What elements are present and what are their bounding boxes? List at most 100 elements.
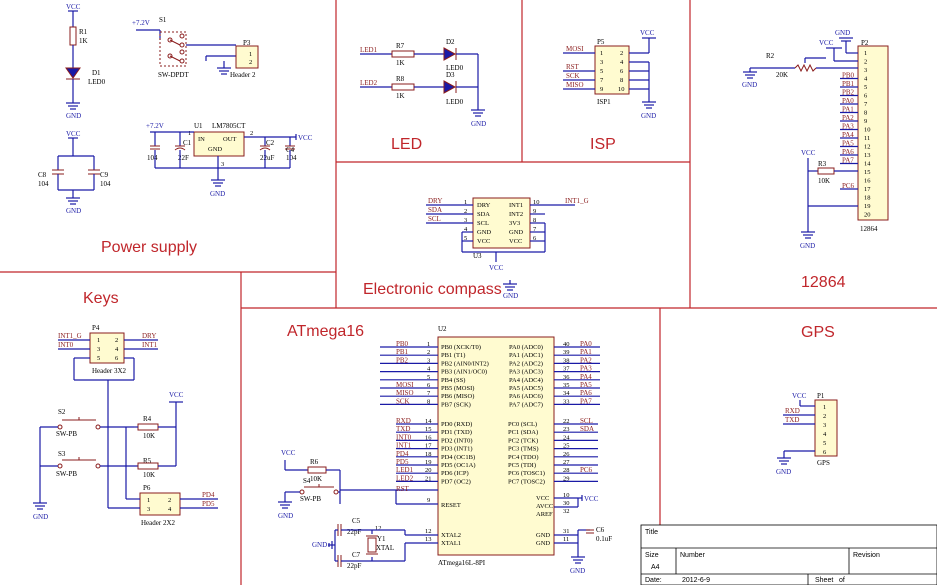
isp-pin: 6 — [620, 68, 624, 75]
mcu-pin-name: PB6 (MISO) — [441, 393, 474, 400]
lcd-net-label: PA6 — [842, 148, 854, 156]
r2-ref: R2 — [766, 52, 775, 60]
mcu-net-label: MOSI — [396, 381, 414, 389]
lcd-pin-number: 20 — [864, 212, 871, 219]
p4-ref: P4 — [92, 324, 100, 332]
mcu-gnd-pin: GND — [536, 540, 550, 547]
keys-gnd: GND — [33, 513, 48, 521]
r7-ref: R7 — [396, 42, 405, 50]
mcu-pin-number: 22 — [563, 418, 570, 425]
mcu-net-label: PA6 — [580, 389, 592, 397]
gnd-label: GND — [66, 112, 81, 120]
r6-ref: R6 — [310, 458, 319, 466]
mcu-pin-name: PC6 (TOSC1) — [508, 470, 545, 477]
power-supply-circuit: VCC R1 1K D1 LED0 GND VCC C8 104 C9 104 — [38, 3, 313, 215]
s1-ref: S1 — [159, 16, 167, 24]
header-p4 — [89, 332, 125, 364]
section-label-keys: Keys — [83, 290, 119, 307]
lcd-pin-number: 5 — [864, 84, 867, 91]
s2-ref: S2 — [58, 408, 66, 416]
p2-value: 12864 — [860, 225, 878, 233]
isp-sck: SCK — [566, 72, 580, 80]
lcd-pin-number: 13 — [864, 152, 871, 159]
isp-vcc: VCC — [640, 29, 655, 37]
compass-pin-number: 3 — [464, 217, 467, 224]
mcu-pin-number: 27 — [563, 459, 570, 466]
s4-value: SW-PB — [300, 495, 321, 503]
mcu-pin-number: 40 — [563, 341, 570, 348]
mcu-net-label: PB0 — [396, 340, 409, 348]
led-d3-icon — [443, 80, 457, 94]
compass-sda-net: SDA — [428, 206, 442, 214]
title-block-revision: Revision — [853, 552, 880, 559]
mcu-pin-name: PB2 (AIN0/INT2) — [441, 360, 489, 367]
lcd-pin-number: 4 — [864, 76, 868, 83]
lcd-pin-number: 15 — [864, 169, 871, 176]
lcd-pin-number: 19 — [864, 203, 871, 210]
mcu-gnd-pin: GND — [536, 532, 550, 539]
mcu-vcc-reset: VCC — [281, 449, 296, 457]
isp-mosi: MOSI — [566, 45, 584, 53]
compass-pin-number: 10 — [533, 199, 540, 206]
lcd-net-label: PA3 — [842, 123, 854, 131]
c5-value: 22pF — [347, 528, 362, 536]
mcu-power-pin: AVCC — [536, 503, 553, 510]
compass-pin-left: SDA — [477, 211, 490, 218]
p5-value: ISP1 — [597, 98, 611, 106]
compass-pin-left: GND — [477, 229, 491, 236]
isp-circuit: P5 1 3 5 7 9 2 4 6 8 10 ISP1 MOSI RST SC… — [563, 29, 656, 120]
y1-pin: 12 — [375, 525, 382, 532]
mcu-gnd-reset: GND — [278, 512, 293, 520]
mcu-gnd-xtal: GND — [312, 541, 327, 549]
led-d2-icon — [443, 47, 457, 61]
lcd-gnd-top: GND — [835, 29, 850, 37]
c7-ref: C7 — [352, 551, 361, 559]
gps-pin: 1 — [823, 404, 826, 411]
mcu-pin-number: 28 — [563, 467, 570, 474]
mcu-pin-name: PB0 (XCK/T0) — [441, 344, 481, 351]
s3-value: SW-PB — [56, 470, 77, 478]
resistor-r4 — [137, 423, 159, 431]
lcd-gnd-left: GND — [742, 81, 757, 89]
p6-ref: P6 — [143, 484, 151, 492]
compass-scl-net: SCL — [428, 215, 441, 223]
mcu-pin-name: PA1 (ADC1) — [509, 352, 543, 359]
isp-gnd: GND — [641, 112, 656, 120]
mcu-pin-name: PD0 (RXD) — [441, 421, 472, 428]
compass-pin-right: GND — [509, 229, 523, 236]
mcu-pin-name: PD3 (INT1) — [441, 446, 473, 453]
mcu-net-label: INT0 — [396, 433, 412, 441]
mcu-pin-number: 18 — [425, 451, 432, 458]
mcu-pin-name: PC0 (SCL) — [508, 421, 537, 428]
u1-pin3: 3 — [221, 161, 224, 168]
mcu-pin-number: 24 — [563, 434, 570, 441]
mcu-pin-number: 19 — [425, 459, 432, 466]
resistor-r7 — [391, 50, 415, 58]
s2-value: SW-PB — [56, 430, 77, 438]
c9-value: 104 — [100, 180, 111, 188]
gps-vcc: VCC — [792, 392, 807, 400]
header-p6 — [139, 492, 181, 516]
u3-ref: U3 — [473, 252, 482, 260]
keys-int1g: INT1_G — [58, 332, 82, 340]
r1-ref: R1 — [79, 28, 88, 36]
lcd-header-p2 — [857, 45, 889, 221]
vcc-label-3: VCC — [298, 134, 313, 142]
section-label-12864: 12864 — [801, 274, 846, 291]
u1-value: LM7805CT — [212, 122, 246, 130]
p4-pin: 1 — [97, 337, 100, 344]
mcu-pin-number: 12 — [425, 528, 432, 535]
mcu-net-label: SCK — [396, 397, 410, 405]
mcu-net-label: PC6 — [580, 466, 593, 474]
gps-pin: 3 — [823, 422, 826, 429]
p3-ref: P3 — [243, 39, 251, 47]
p2-ref: P2 — [861, 39, 869, 47]
r5-ref: R5 — [143, 457, 152, 465]
compass-pin-number: 9 — [533, 208, 536, 215]
c2-ref: C2 — [266, 139, 275, 147]
p3-pin1: 1 — [249, 51, 252, 58]
title-block-title: Title — [645, 529, 658, 536]
mcu-net-label: LED2 — [396, 474, 414, 482]
